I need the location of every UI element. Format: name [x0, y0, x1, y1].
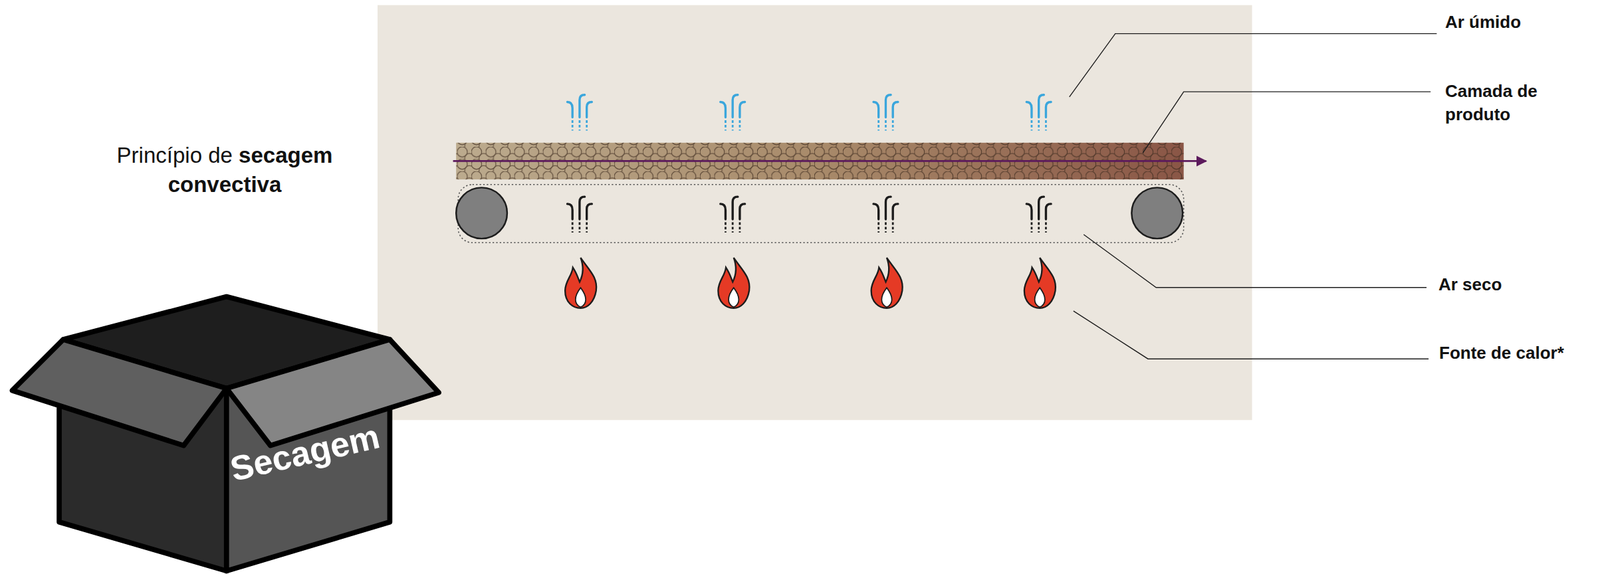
background-panel — [377, 5, 1253, 421]
box-label: Secagem — [226, 413, 385, 492]
callout-label: Fonte de calor* — [1439, 341, 1596, 365]
conveyor-belt — [457, 184, 1184, 243]
roller — [1131, 187, 1183, 239]
roller — [456, 187, 508, 239]
callout-label: Ar úmido — [1445, 10, 1592, 34]
callout-label: Camada de produto — [1445, 79, 1565, 127]
title-block: Princípio desecagem convectiva — [98, 140, 351, 200]
moist-air-icons — [567, 95, 1052, 131]
title-text: Princípio de — [116, 142, 233, 168]
leader-lines — [1069, 33, 1438, 360]
box-icon — [11, 297, 439, 572]
dry-air-icons — [567, 196, 1052, 233]
callout-label: Ar seco — [1438, 273, 1585, 296]
heat-source-icons — [565, 257, 1056, 309]
flow-arrow — [453, 160, 1207, 163]
